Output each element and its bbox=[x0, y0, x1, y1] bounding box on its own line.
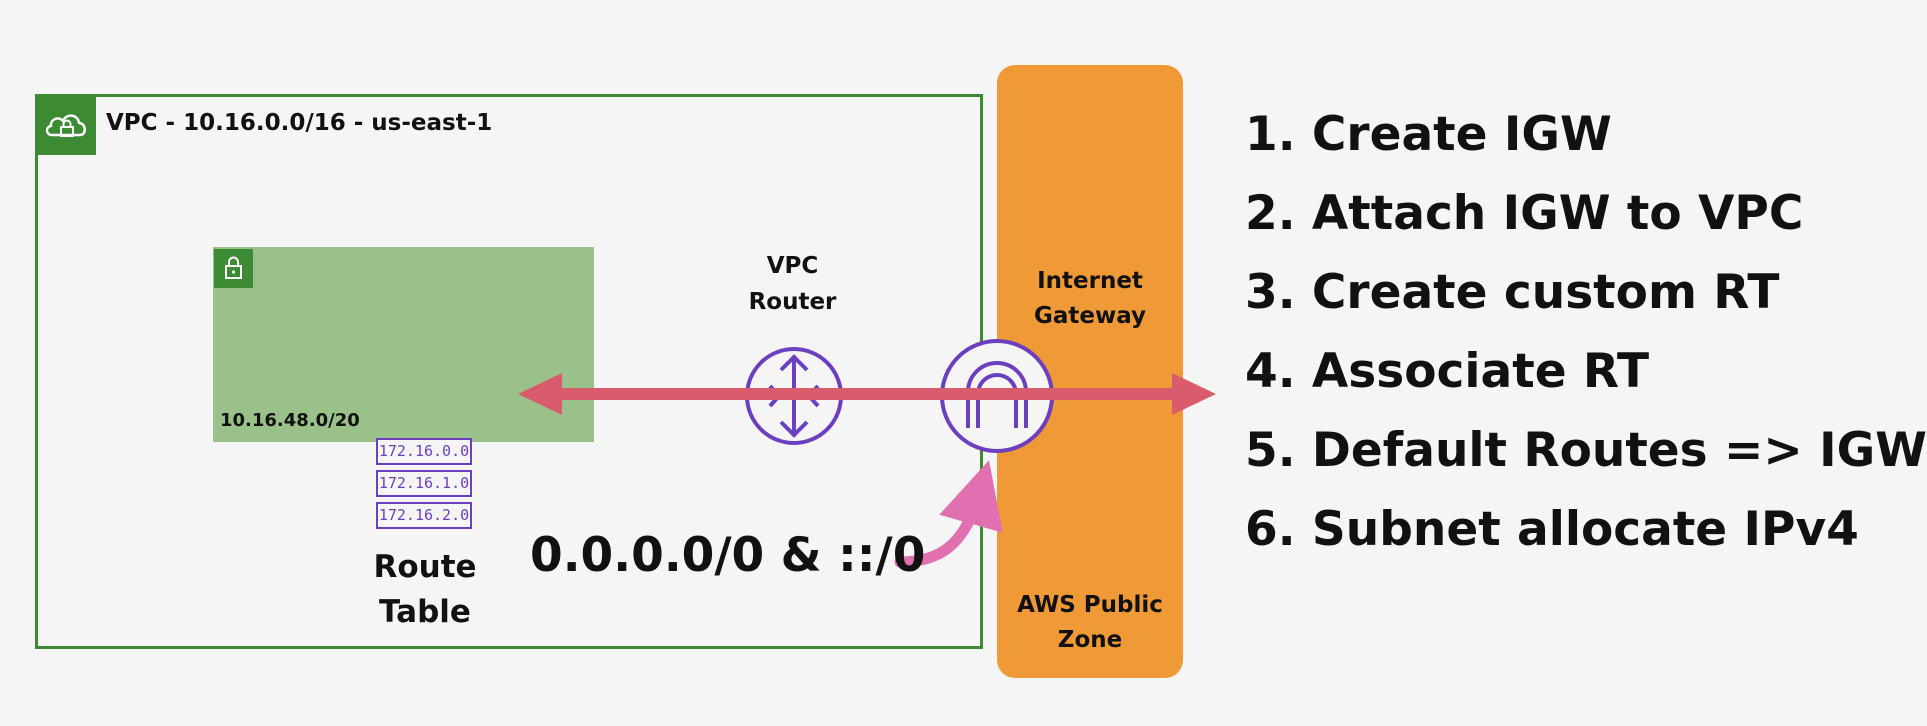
route-table-label-line1: Route bbox=[373, 549, 477, 585]
step-item: 3. Create custom RT bbox=[1245, 265, 1780, 320]
internet-gateway-label: Internet Gateway bbox=[1000, 264, 1180, 334]
zone-label-line2: Zone bbox=[1057, 627, 1123, 653]
cloud-lock-icon bbox=[38, 97, 96, 155]
route-table-label: Route Table bbox=[340, 545, 510, 635]
step-item: 4. Associate RT bbox=[1245, 344, 1650, 399]
step-item: 5. Default Routes => IGW bbox=[1245, 423, 1927, 478]
step-item: 6. Subnet allocate IPv4 bbox=[1245, 502, 1859, 557]
default-route-text: 0.0.0.0/0 & ::/0 bbox=[530, 528, 926, 583]
traffic-arrow bbox=[518, 373, 1216, 415]
subnet-box bbox=[213, 247, 594, 442]
aws-public-zone-label: AWS Public Zone bbox=[1000, 588, 1180, 658]
igw-label-line2: Gateway bbox=[1033, 303, 1147, 329]
route-table-entry: 172.16.2.0 bbox=[376, 502, 472, 529]
default-route-arrow bbox=[894, 460, 1003, 568]
route-table-label-line2: Table bbox=[379, 594, 471, 630]
vpc-router-label: VPC Router bbox=[720, 248, 865, 320]
subnet-cidr: 10.16.48.0/20 bbox=[220, 410, 360, 431]
route-table-entry: 172.16.1.0 bbox=[376, 470, 472, 497]
route-table-entry: 172.16.0.0 bbox=[376, 438, 472, 465]
vpc-title: VPC - 10.16.0.0/16 - us-east-1 bbox=[106, 110, 493, 136]
step-item: 2. Attach IGW to VPC bbox=[1245, 186, 1804, 241]
vpc-router-label-line2: Router bbox=[748, 289, 837, 315]
vpc-router-label-line1: VPC bbox=[766, 253, 819, 279]
zone-label-line1: AWS Public bbox=[1017, 592, 1163, 618]
igw-label-line1: Internet bbox=[1037, 268, 1143, 294]
step-item: 1. Create IGW bbox=[1245, 107, 1612, 162]
steps-list: 1. Create IGW 2. Attach IGW to VPC 3. Cr… bbox=[1245, 95, 1927, 569]
padlock-icon bbox=[214, 249, 253, 288]
